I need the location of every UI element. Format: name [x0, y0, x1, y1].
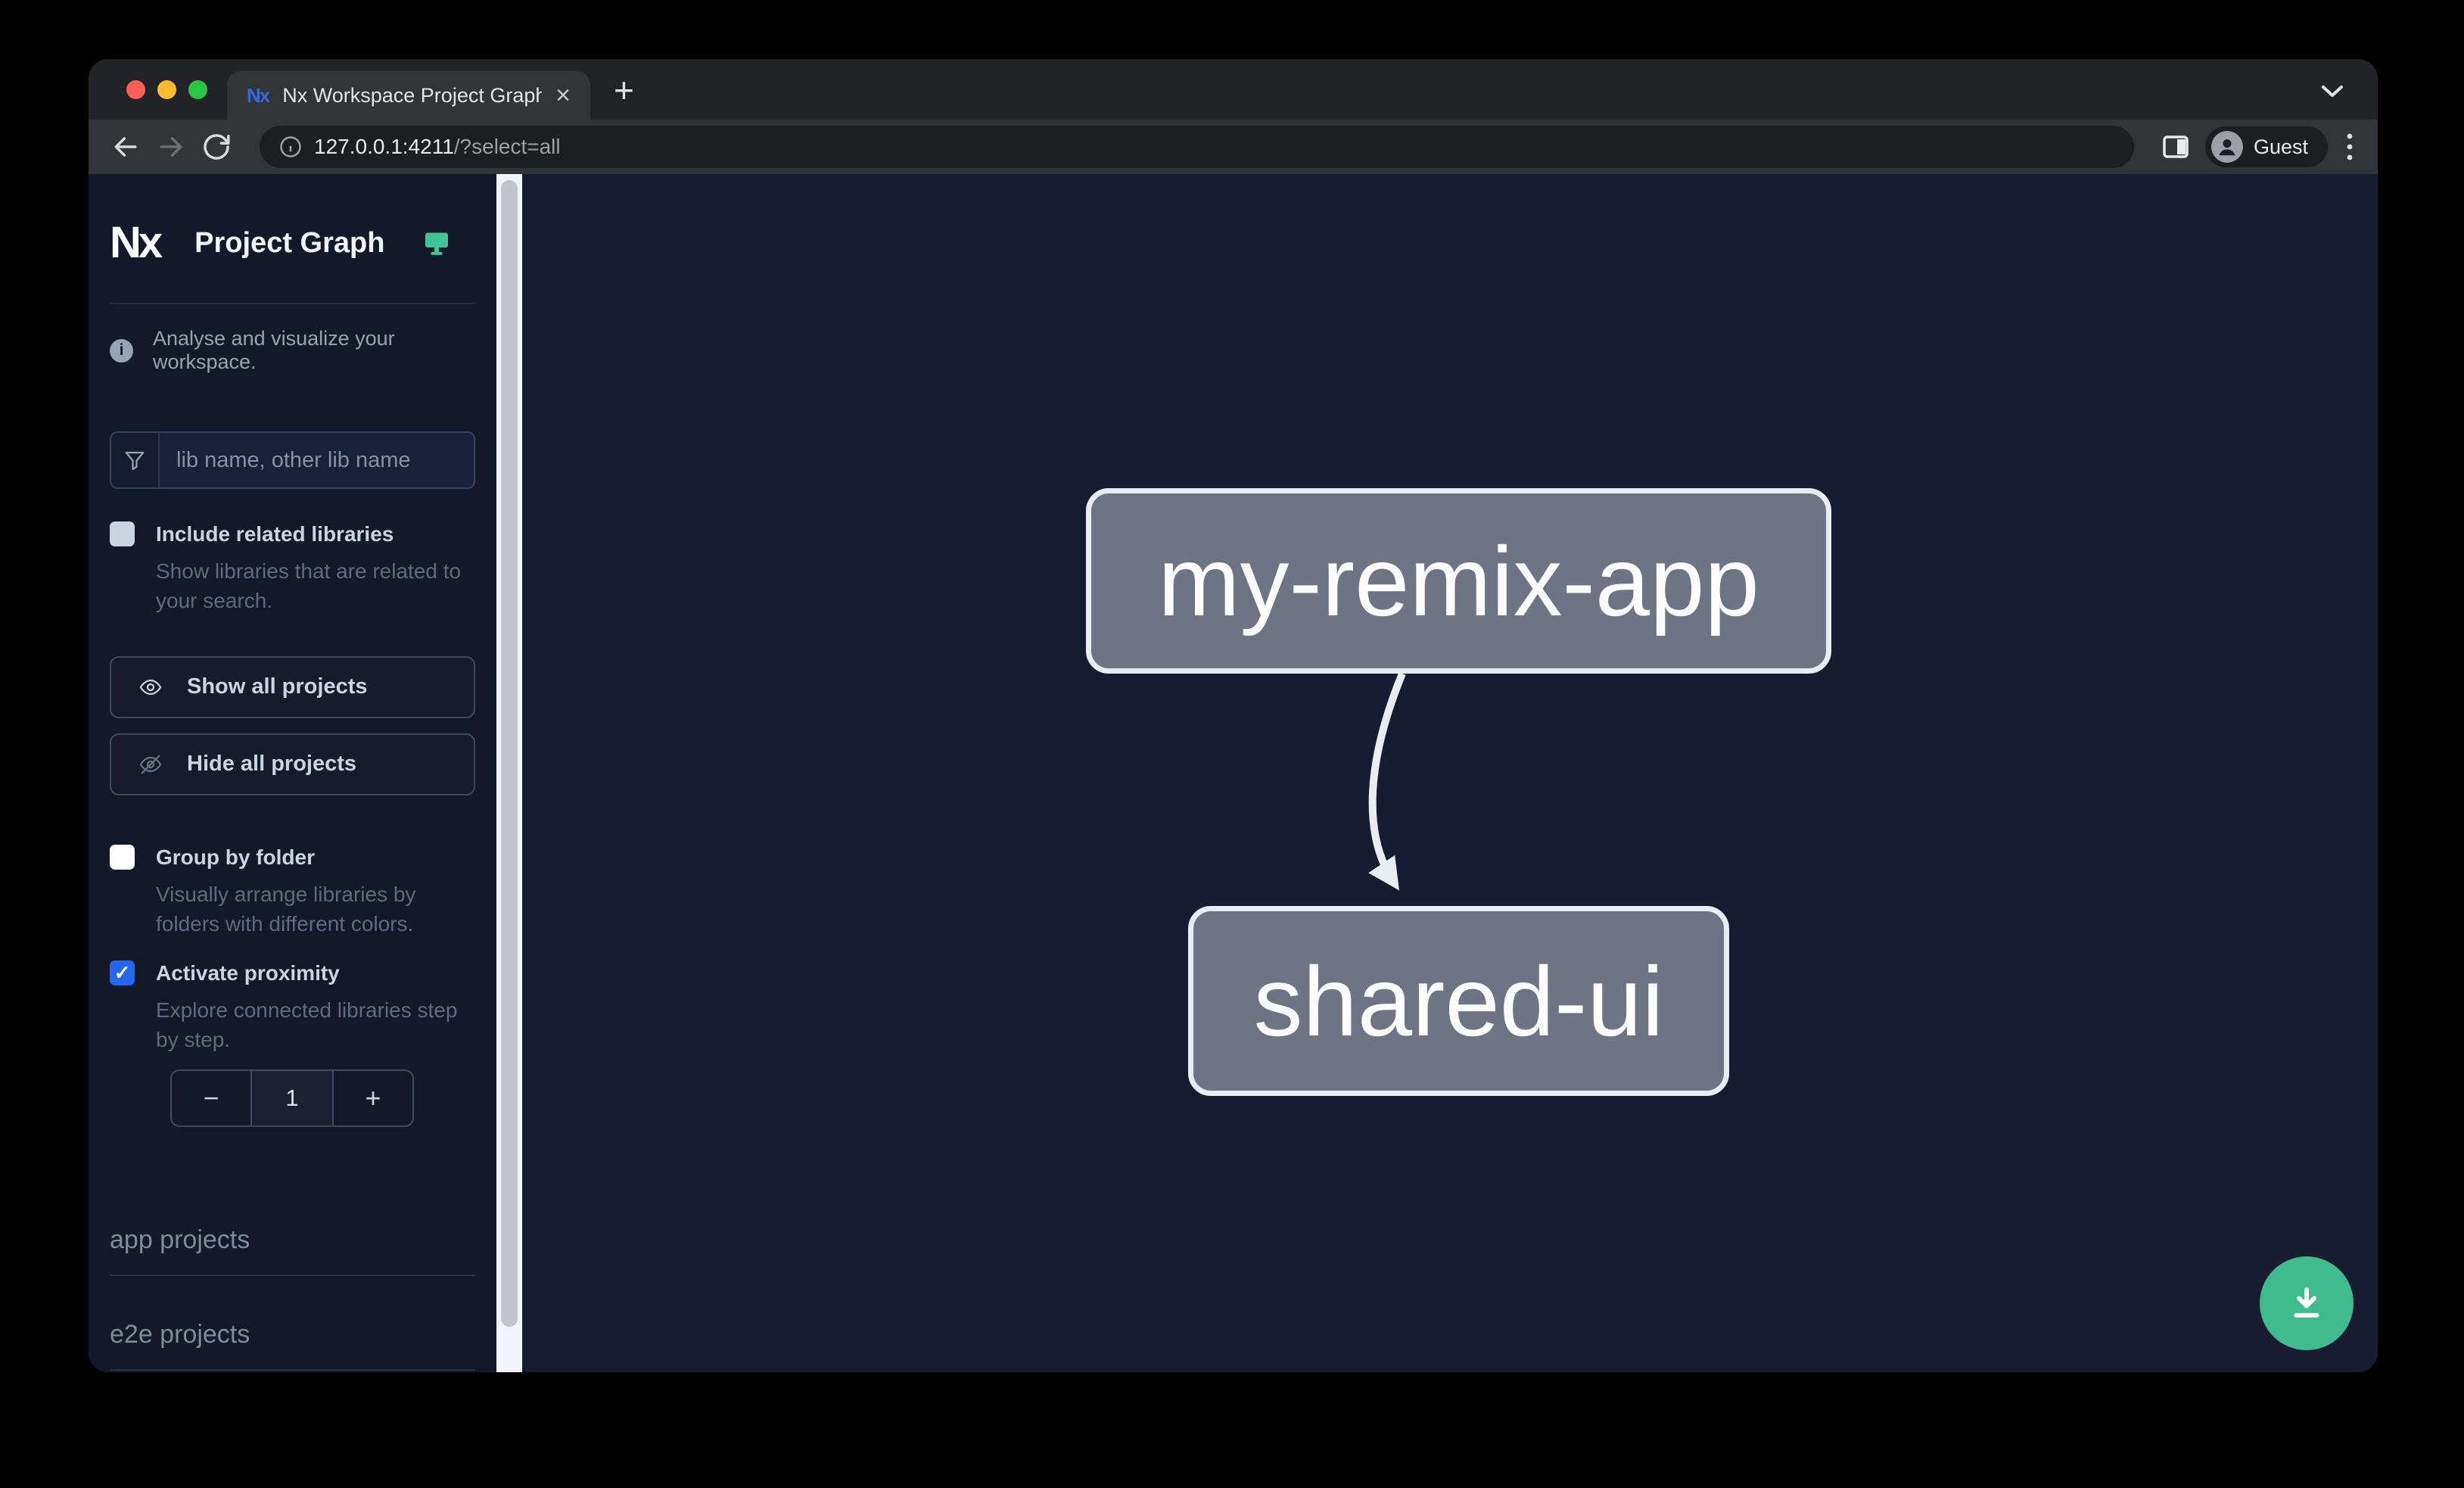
graph-canvas[interactable]: my-remix-app shared-ui — [522, 174, 2378, 1372]
include-related-label[interactable]: Include related libraries — [156, 522, 394, 546]
node-my-remix-app-label: my-remix-app — [1158, 525, 1759, 637]
nx-favicon-icon: Nx — [247, 83, 270, 107]
close-window-button[interactable] — [126, 80, 145, 99]
profile-name: Guest — [2253, 135, 2308, 158]
download-image-button[interactable] — [2260, 1256, 2354, 1350]
reload-icon[interactable] — [202, 132, 231, 161]
url-bar[interactable]: 127.0.0.1:4211/?select=all — [260, 126, 2134, 168]
workspace-monitor-icon[interactable] — [422, 229, 451, 257]
search-input[interactable] — [160, 433, 474, 487]
proximity-increment-button[interactable]: + — [332, 1070, 412, 1125]
page-content: Nx Project Graph i Analyse and visualize… — [89, 174, 2378, 1372]
tab-close-icon[interactable]: × — [555, 81, 571, 110]
sidebar-scrollbar — [496, 174, 522, 1372]
activate-proximity-description: Explore connected libraries step by step… — [156, 998, 458, 1051]
tab-overflow-chevron-icon[interactable] — [2320, 83, 2344, 102]
group-by-folder-label[interactable]: Group by folder — [156, 845, 315, 869]
sidebar: Nx Project Graph i Analyse and visualize… — [89, 174, 496, 1372]
include-related-description: Show libraries that are related to your … — [156, 559, 462, 612]
profile-button[interactable]: Guest — [2204, 126, 2328, 167]
node-shared-ui-label: shared-ui — [1253, 945, 1664, 1057]
url-text: 127.0.0.1:4211/?select=all — [314, 135, 561, 159]
browser-window: Nx Nx Workspace Project Graph × + — [89, 59, 2378, 1372]
activate-proximity-checkbox[interactable]: ✓ — [110, 960, 135, 985]
search-box — [110, 431, 475, 489]
section-e2e-projects-label: e2e projects — [110, 1320, 475, 1371]
url-host: 127.0.0.1:4211 — [314, 135, 454, 158]
eye-icon — [139, 679, 162, 696]
section-app-projects-label: app projects — [110, 1225, 475, 1276]
eye-off-icon — [139, 755, 162, 774]
show-all-projects-label: Show all projects — [187, 674, 368, 699]
section-app-projects: app projects — [110, 1225, 475, 1276]
back-icon[interactable] — [111, 132, 140, 161]
minimize-window-button[interactable] — [157, 80, 176, 99]
proximity-stepper: − 1 + — [170, 1069, 414, 1127]
site-info-icon[interactable] — [279, 135, 302, 158]
avatar — [2210, 131, 2243, 163]
workspace-tagline: Analyse and visualize your workspace. — [153, 327, 395, 373]
graph-edge-layer — [1368, 672, 1406, 891]
window-controls — [126, 80, 207, 99]
edge-my-remix-app-to-shared-ui[interactable] — [1368, 672, 1406, 891]
node-my-remix-app[interactable]: my-remix-app — [1086, 488, 1831, 674]
tab-title: Nx Workspace Project Graph — [282, 83, 543, 107]
workspace-tagline-row: i Analyse and visualize your workspace. — [110, 327, 475, 374]
include-related-checkbox[interactable]: ✓ — [110, 521, 135, 546]
include-related-filter: ✓ Include related libraries Show librari… — [110, 519, 475, 615]
checkmark-icon: ✓ — [114, 961, 131, 985]
scrollbar-thumb[interactable] — [501, 180, 518, 1327]
page-title: Project Graph — [194, 226, 385, 259]
info-icon: i — [110, 338, 133, 363]
sidebar-header: Nx Project Graph — [110, 174, 475, 304]
nx-logo: Nx — [110, 218, 163, 267]
show-all-projects-button[interactable]: Show all projects — [110, 655, 475, 718]
activate-proximity-label[interactable]: Activate proximity — [156, 960, 340, 985]
side-panel-icon[interactable] — [2163, 135, 2189, 158]
group-by-folder-checkbox[interactable]: ✓ — [110, 844, 135, 870]
section-e2e-projects: e2e projects — [110, 1320, 475, 1371]
node-shared-ui[interactable]: shared-ui — [1188, 906, 1729, 1096]
group-by-folder-filter: ✓ Group by folder Visually arrange libra… — [110, 842, 475, 939]
activate-proximity-filter: ✓ Activate proximity Explore connected l… — [110, 958, 475, 1054]
download-icon — [2294, 1287, 2319, 1318]
url-path: /?select=all — [453, 135, 561, 158]
proximity-value: 1 — [252, 1071, 332, 1125]
group-by-folder-description: Visually arrange libraries by folders wi… — [156, 882, 416, 935]
hide-all-projects-label: Hide all projects — [187, 752, 357, 777]
proximity-decrement-button[interactable]: − — [172, 1070, 252, 1125]
browser-toolbar: 127.0.0.1:4211/?select=all Guest — [89, 120, 2378, 174]
tab-strip: Nx Nx Workspace Project Graph × + — [89, 59, 2378, 120]
browser-menu-icon[interactable] — [2344, 131, 2355, 163]
browser-tab[interactable]: Nx Nx Workspace Project Graph × — [227, 71, 590, 120]
forward-icon[interactable] — [157, 132, 185, 161]
filter-funnel-icon — [111, 433, 160, 487]
new-tab-button[interactable]: + — [614, 70, 634, 110]
hide-all-projects-button[interactable]: Hide all projects — [110, 733, 475, 795]
zoom-window-button[interactable] — [188, 80, 207, 99]
